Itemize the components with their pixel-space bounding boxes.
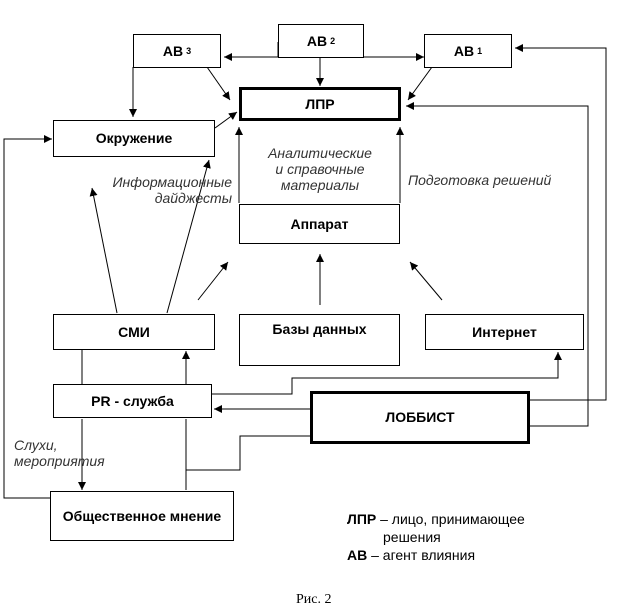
- node-av1-label: АВ: [453, 42, 475, 59]
- arrow-okruzhenie-to-lpr: [214, 111, 238, 129]
- node-lobbist-label: ЛОББИСТ: [385, 409, 455, 425]
- node-av2-label: АВ: [306, 32, 328, 49]
- legend-lpr-text: – лицо, принимающее: [376, 511, 525, 527]
- node-bazy: Базы данных: [239, 314, 400, 366]
- legend-lpr-cont: решения: [347, 528, 525, 546]
- arrow-pr-to-internet: [212, 352, 562, 395]
- node-apparat-label: Аппарат: [290, 215, 349, 232]
- arrow-lobbist-to-lpr: [406, 102, 589, 427]
- arrow-lobbist-to-mnenie: [186, 435, 310, 471]
- legend-lpr: ЛПР – лицо, принимающее: [347, 510, 525, 528]
- label-analytics-line3: материалы: [280, 177, 360, 193]
- legend-lpr-text2: решения: [383, 529, 441, 545]
- label-rumors: Слухи, мероприятия: [14, 437, 105, 469]
- node-av2-sub: 2: [330, 35, 336, 46]
- label-decisions: Подготовка решений: [408, 172, 551, 188]
- node-mnenie-label: Общественное мнение: [62, 507, 222, 524]
- arrow-lobbist-to-av1: [515, 44, 607, 401]
- arrow-av2-to-av3: [224, 42, 279, 61]
- legend-lpr-abbr: ЛПР: [347, 511, 377, 527]
- node-smi: СМИ: [53, 314, 215, 350]
- label-digests-line2: дайджесты: [154, 190, 232, 206]
- label-analytics-line1: Аналитические: [268, 145, 372, 161]
- label-rumors-line2: мероприятия: [14, 453, 105, 469]
- node-apparat: Аппарат: [239, 204, 400, 244]
- node-lpr-label: ЛПР: [305, 95, 335, 112]
- figure-caption-text: Рис. 2: [296, 592, 332, 607]
- label-rumors-line1: Слухи,: [14, 437, 58, 453]
- node-smi-label: СМИ: [118, 323, 150, 340]
- label-digests: Информационные дайджесты: [92, 174, 232, 206]
- node-av3-label: АВ: [162, 42, 184, 59]
- label-analytics: Аналитические и справочные материалы: [255, 145, 385, 193]
- arrow-smi-to-okruzhenie-right: [166, 159, 211, 314]
- node-pr: PR - служба: [53, 384, 212, 418]
- arrow-av1-to-lpr: [407, 66, 433, 101]
- legend-av-abbr: АВ: [347, 547, 368, 563]
- node-av3-sub: 3: [186, 45, 192, 56]
- arrow-av2-to-av1: [362, 42, 424, 61]
- node-bazy-label: Базы данных: [272, 321, 367, 337]
- node-internet-label: Интернет: [472, 323, 537, 340]
- legend-av-text: – агент влияния: [367, 547, 476, 563]
- node-pr-label: PR - служба: [91, 392, 174, 409]
- legend: ЛПР – лицо, принимающее решения АВ – аге…: [347, 510, 525, 564]
- arrow-smi-to-apparat: [197, 261, 229, 301]
- arrow-smi-to-okruzhenie-left: [89, 187, 118, 314]
- arrow-av3-to-lpr: [206, 66, 231, 101]
- node-internet: Интернет: [425, 314, 584, 350]
- node-lpr: ЛПР: [239, 87, 401, 121]
- node-okruzhenie: Окружение: [53, 120, 215, 157]
- arrow-mnenie-to-okruzhenie: [3, 135, 52, 499]
- label-digests-line1: Информационные: [112, 174, 232, 190]
- legend-av: АВ – агент влияния: [347, 546, 525, 564]
- node-av1-sub: 1: [477, 45, 483, 56]
- figure-caption: Рис. 2: [296, 592, 332, 608]
- label-analytics-line2: и справочные: [275, 161, 365, 177]
- arrow-internet-to-apparat: [409, 261, 443, 301]
- node-mnenie: Общественное мнение: [50, 491, 234, 541]
- node-lobbist: ЛОББИСТ: [310, 391, 530, 444]
- label-decisions-text: Подготовка решений: [408, 172, 552, 188]
- node-okruzhenie-label: Окружение: [95, 130, 173, 146]
